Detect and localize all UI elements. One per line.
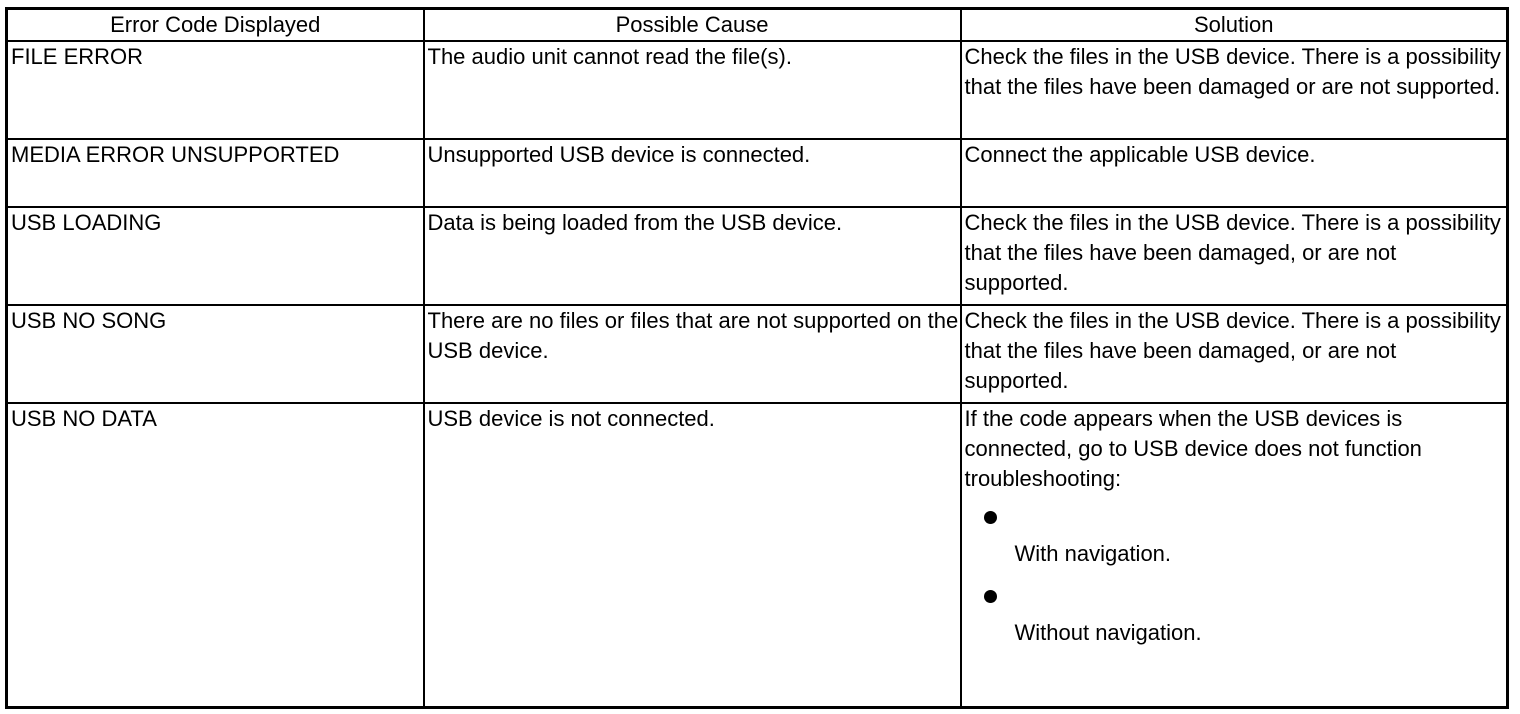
error-code-table-container: Error Code Displayed Possible Cause Solu… xyxy=(5,7,1509,709)
table-row: FILE ERROR The audio unit cannot read th… xyxy=(5,40,1509,140)
error-code-table: Error Code Displayed Possible Cause Solu… xyxy=(5,7,1509,709)
bullet-dot-icon xyxy=(983,511,997,524)
error-code-cell: USB NO SONG xyxy=(5,304,425,404)
table-row: USB NO SONG There are no files or files … xyxy=(5,304,1509,404)
header-solution: Solution xyxy=(959,7,1509,42)
table-header: Error Code Displayed Possible Cause Solu… xyxy=(5,7,1509,42)
cause-cell: There are no files or files that are not… xyxy=(422,304,962,404)
table-row: USB NO DATA USB device is not connected.… xyxy=(5,402,1509,709)
bullet-link-without-navigation[interactable]: Without navigation. xyxy=(1014,620,1202,645)
solution-text: If the code appears when the USB devices… xyxy=(964,406,1422,491)
solution-cell: Check the files in the USB device. There… xyxy=(959,304,1509,404)
bullet-item-with-navigation: With navigation. xyxy=(965,498,1507,569)
table-body: FILE ERROR The audio unit cannot read th… xyxy=(5,40,1509,709)
cause-cell: The audio unit cannot read the file(s). xyxy=(422,40,962,140)
bullet-link-with-navigation[interactable]: With navigation. xyxy=(1014,541,1172,566)
header-error-code: Error Code Displayed xyxy=(5,7,425,42)
solution-cell: Check the files in the USB device. There… xyxy=(959,40,1509,140)
header-possible-cause: Possible Cause xyxy=(422,7,962,42)
error-code-cell: USB LOADING xyxy=(5,206,425,306)
cause-cell: Data is being loaded from the USB device… xyxy=(422,206,962,306)
bullet-item-without-navigation: Without navigation. xyxy=(965,577,1507,648)
table-row: USB LOADING Data is being loaded from th… xyxy=(5,206,1509,306)
solution-cell: If the code appears when the USB devices… xyxy=(959,402,1509,709)
cause-cell: USB device is not connected. xyxy=(422,402,962,709)
bullet-dot-icon xyxy=(983,590,997,603)
solution-cell: Connect the applicable USB device. xyxy=(959,138,1509,208)
solution-bullet-list: With navigation. Without navigation. xyxy=(965,498,1507,648)
header-row: Error Code Displayed Possible Cause Solu… xyxy=(5,7,1509,42)
cause-cell: Unsupported USB device is connected. xyxy=(422,138,962,208)
solution-cell: Check the files in the USB device. There… xyxy=(959,206,1509,306)
error-code-cell: MEDIA ERROR UNSUPPORTED xyxy=(5,138,425,208)
error-code-cell: FILE ERROR xyxy=(5,40,425,140)
table-row: MEDIA ERROR UNSUPPORTED Unsupported USB … xyxy=(5,138,1509,208)
error-code-cell: USB NO DATA xyxy=(5,402,425,709)
